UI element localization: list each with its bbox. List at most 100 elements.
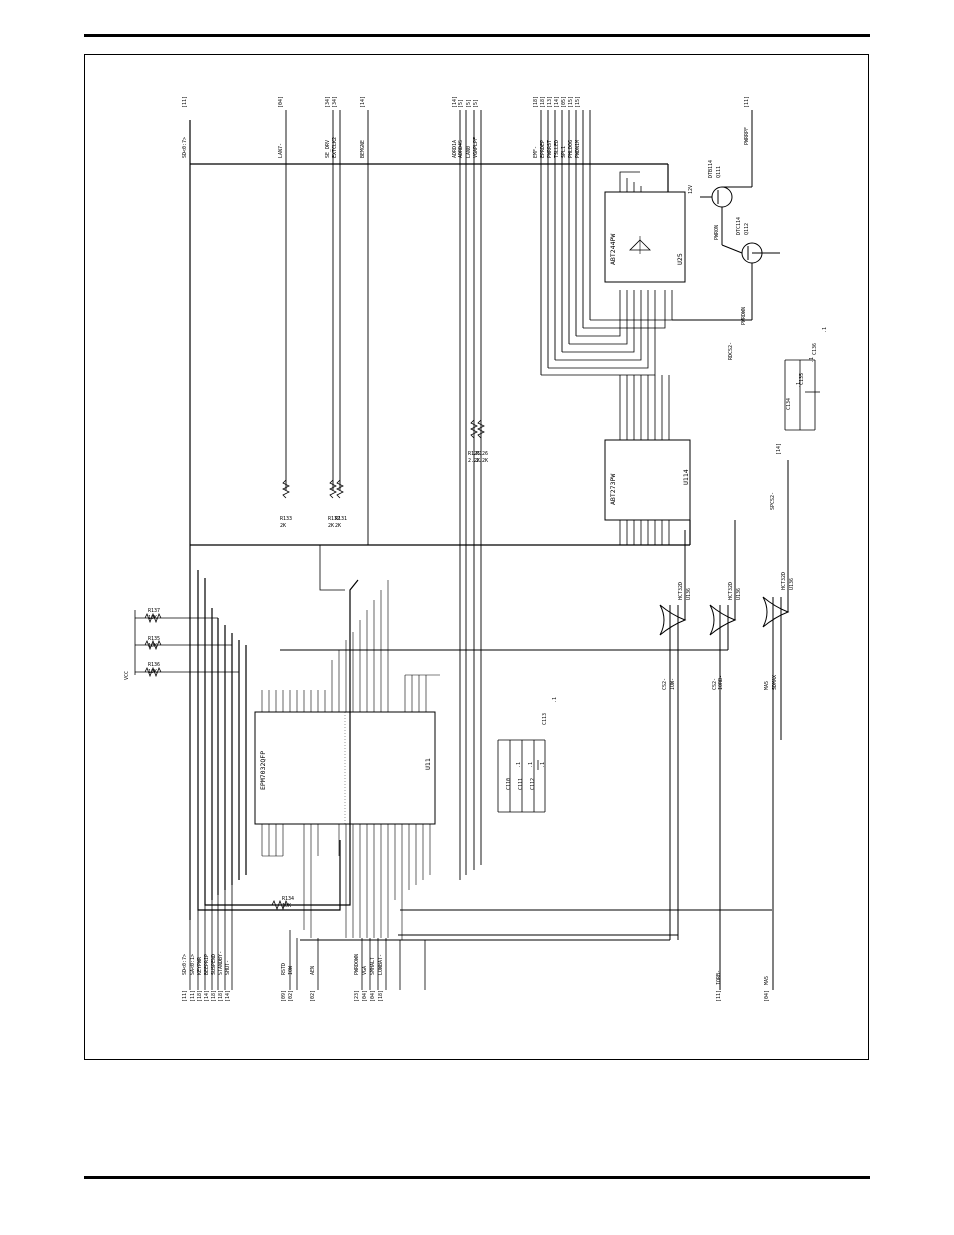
resistor-ref: R136 (148, 662, 160, 668)
capacitor-value: .1 (822, 327, 828, 333)
capacitor-value: .1 (796, 382, 802, 388)
left-net-ref: [18] (211, 990, 217, 1002)
left-net-wires (189, 885, 426, 990)
resistor-value: 10K (148, 615, 157, 621)
top-net-ref: [15] (575, 96, 581, 108)
capacitor-value: .1 (516, 762, 522, 768)
left-net-ref: [11] (190, 990, 196, 1002)
capacitor-ref: C113 (542, 713, 548, 725)
resistor-value: 10K (148, 643, 157, 649)
top-net-label: SE_DRV (325, 140, 331, 158)
resistor-ref: R133 (280, 516, 292, 522)
pullup-resistors (134, 610, 298, 911)
u114-part: ABT273PW (609, 474, 617, 505)
top-net-ref: [18] (540, 96, 546, 108)
top-net-ref: [34] (332, 96, 338, 108)
misc-net: CS2- (712, 678, 718, 690)
gate-ref: U136 (789, 578, 795, 590)
misc-net: SPCS2- (770, 492, 776, 510)
top-net-label: LAN0 (466, 146, 472, 158)
u11-top-pins (261, 580, 440, 712)
left-net-ref: [02] (288, 990, 294, 1002)
u11-ref: U11 (424, 758, 432, 770)
left-net-ref: [04] (370, 990, 376, 1002)
gate-ref: U136 (686, 588, 692, 600)
misc-net: IORB- (716, 970, 722, 985)
misc-net: CS2- (662, 678, 668, 690)
left-net-ref: [11] (182, 990, 188, 1002)
left-net-label: RSTD (281, 963, 287, 975)
top-net-label: EMF- (533, 146, 539, 158)
left-net-ref: [14] (225, 990, 231, 1002)
left-net-label: SA<0:1> (190, 954, 196, 975)
top-net-label: ADRD1A (452, 140, 458, 158)
q1-part: DTB114 (708, 160, 714, 178)
series-resistors (282, 419, 485, 591)
resistor-value: 2.2K (476, 458, 488, 464)
top-net-label: SD<0:7> (182, 137, 188, 158)
gate-part: HCT32D (781, 572, 787, 590)
left-net-ref: [09] (281, 990, 287, 1002)
left-net-ref: [18] (378, 990, 384, 1002)
gate-ref: U136 (736, 588, 742, 600)
u11-cpld (254, 711, 436, 825)
u11-bottom-pins (261, 824, 431, 940)
or-gates (280, 460, 790, 990)
gate-part: HCT32D (728, 582, 734, 600)
left-net-label: VGA (362, 966, 368, 975)
capacitor-value: .1 (540, 762, 546, 768)
u114-ref: U114 (682, 469, 690, 485)
left-net-label: SHUT- (225, 960, 231, 975)
q1-ref: Q111 (716, 166, 722, 178)
capacitor-value: .1 (552, 697, 558, 703)
mid-bus (541, 171, 673, 545)
top-rule (84, 34, 870, 37)
bus-wiring (189, 120, 691, 920)
u25-ref: U25 (676, 253, 684, 265)
misc-ref-14: [14] (776, 443, 782, 455)
top-net-ref: [05] (561, 96, 567, 108)
resistor-value: 2K (335, 523, 341, 529)
schematic-frame (84, 54, 869, 1060)
resistor-ref: R135 (148, 636, 160, 642)
left-net-label: STANDBY- (218, 951, 224, 975)
top-net-ref: [14] (452, 96, 458, 108)
pwron-label: PWRON (714, 225, 720, 240)
capacitor-ref: C134 (786, 398, 792, 410)
misc-net: IOW- (670, 678, 676, 690)
pwrrpf-ref: [11] (744, 96, 750, 108)
pwrdwn-label: PWRDWN (741, 307, 747, 325)
top-net-label: EPRDEP (540, 140, 546, 158)
left-net-label: SUSPEND (211, 954, 217, 975)
left-net-ref: [02] (310, 990, 316, 1002)
top-net-ref: [18] (533, 96, 539, 108)
misc-ref-04: [04] (764, 990, 770, 1002)
top-net-label: EXTCLK2 (332, 137, 338, 158)
capacitor-ref: C112 (530, 778, 536, 790)
top-net-wires (285, 110, 591, 880)
capacitor-value: .1 (809, 357, 815, 363)
gate-part: HCT32D (678, 582, 684, 600)
top-net-ref: [14] (554, 96, 560, 108)
left-net-ref: [18] (197, 990, 203, 1002)
left-net-ref: [23] (354, 990, 360, 1002)
resistor-ref: R134 (282, 896, 294, 902)
misc-net: MA5 (764, 681, 770, 690)
top-net-label: LAN7- (278, 143, 284, 158)
q2-ref: Q112 (744, 223, 750, 235)
top-net-ref: [5] (473, 99, 479, 108)
left-net-label: LOWBAT- (378, 954, 384, 975)
capacitor-ref: C111 (518, 778, 524, 790)
resistor-value: 2K (328, 523, 334, 529)
resistor-ref: R131 (335, 516, 347, 522)
u25-part: ABT244PW (609, 234, 617, 265)
top-net-label: PHLDOG (568, 140, 574, 158)
resistor-value: 10K (282, 903, 291, 909)
top-net-ref: [13] (547, 96, 553, 108)
left-net-ref: [14] (204, 990, 210, 1002)
left-net-label: PWRDOWN (354, 954, 360, 975)
top-net-label: PWRRST (547, 140, 553, 158)
top-net-ref: [11] (182, 96, 188, 108)
